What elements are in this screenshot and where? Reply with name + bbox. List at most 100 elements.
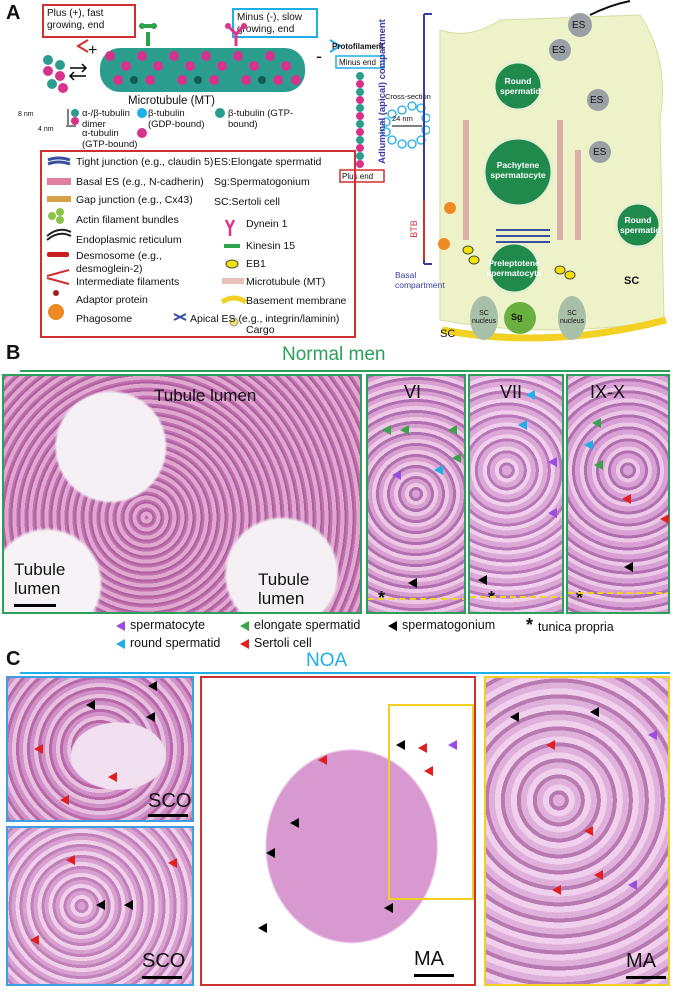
er-icon xyxy=(46,228,72,241)
es-label-2: ES xyxy=(552,45,566,56)
scale-bar-sco-2 xyxy=(142,976,182,979)
legend-adaptor: Adaptor protein xyxy=(76,294,148,306)
cross-section-label: Cross-section xyxy=(385,92,431,101)
c-sertoli-5 xyxy=(168,858,177,868)
key-spermatocyte: spermatocyte xyxy=(116,618,205,632)
elongate-arrow-6 xyxy=(594,460,603,470)
spermatogonium-arrow-3 xyxy=(624,562,633,572)
minus-end-text: Minus (-), slow growing, end xyxy=(237,12,303,35)
scale-bar-ma-1 xyxy=(414,974,454,977)
legend-apical-es: Apical ES (e.g., integrin/laminin) xyxy=(190,313,340,325)
c-sertoli-12 xyxy=(594,870,603,880)
tunica-line-ix xyxy=(568,592,668,594)
legend-cargo: Cargo xyxy=(246,324,275,336)
elongate-arrow-1 xyxy=(382,425,391,435)
normal-men-rule xyxy=(20,370,670,372)
desmosome-icon xyxy=(47,252,69,257)
cross-section-ring xyxy=(381,101,430,149)
legend-eb1: EB1 xyxy=(246,258,266,270)
key-spermatogonium-text: spermatogonium xyxy=(402,618,496,632)
legend-desmosome: Desmosome (e.g., desmoglein-2) xyxy=(76,250,162,275)
legend-es: ES:Elongate spermatid xyxy=(214,156,322,168)
normal-men-title: Normal men xyxy=(282,344,386,365)
c-sertoli-6 xyxy=(30,935,39,945)
c-sertoli-10 xyxy=(546,740,555,750)
protofilament-label: Protofilament xyxy=(332,42,384,51)
sg-label: Sg xyxy=(511,312,523,322)
c-sertoli-7 xyxy=(318,755,327,765)
mt-icon xyxy=(222,278,244,284)
plus-end-label: Plus end xyxy=(342,172,374,181)
c-spermatogonium-1 xyxy=(86,700,95,710)
c-spermatogonium-6 xyxy=(290,818,299,828)
round-marker xyxy=(116,638,125,649)
sc-label-right: SC xyxy=(624,275,640,287)
sc-nucleus-label-2: SC nucleus xyxy=(560,310,585,325)
elongate-spermatid-4 xyxy=(589,141,611,163)
c-spermatogonium-12 xyxy=(590,707,599,717)
spermatogonium-marker xyxy=(388,620,397,631)
ma-panel-2: MA xyxy=(484,676,670,986)
plus-sign: + xyxy=(88,42,98,59)
tunica-line-vi xyxy=(368,598,464,600)
spermatogonium-arrow-1 xyxy=(408,578,417,588)
elongate-spermatid-2 xyxy=(549,39,571,61)
adluminal-label: Adluminal (apical) compartment xyxy=(376,19,388,164)
microtubule-body xyxy=(100,48,305,92)
c-sertoli-8 xyxy=(418,743,427,753)
round-spermatid-2 xyxy=(614,201,662,249)
plus-end-text: Plus (+), fast growing, end xyxy=(47,8,105,31)
round-spermatid-label-1: Round spermatid xyxy=(500,76,541,96)
basal-label: Basal compartment xyxy=(395,270,445,290)
round-spermatid-label-2: Round spermatid xyxy=(620,215,661,235)
stage-vii-label: VII xyxy=(500,382,523,402)
cargo-icon xyxy=(229,317,239,327)
preleptotene-label: Preleptotene spermatocyte xyxy=(486,258,542,278)
tight-junction-icon xyxy=(47,156,71,166)
key-elongate-text: elongate spermatid xyxy=(254,618,361,632)
sco-label-2: SCO xyxy=(142,950,186,972)
mt-label: Microtubule (MT) xyxy=(128,95,215,107)
minus-sign: - xyxy=(316,46,322,66)
tubule-lumen-3: Tubule lumen xyxy=(258,570,310,608)
tubule-lumen-2: Tubule lumen xyxy=(14,560,66,598)
c-sertoli-3 xyxy=(108,772,117,782)
c-spermatogonium-11 xyxy=(510,712,519,722)
legend-basal-es: Basal ES (e.g., N-cadherin) xyxy=(76,176,204,188)
nm8-label: 8 nm xyxy=(18,111,34,118)
basal-es-icon xyxy=(47,178,71,185)
sertoli-schematic xyxy=(423,0,667,342)
key-spermatogonium: spermatogonium xyxy=(388,618,495,632)
noa-rule xyxy=(20,672,670,674)
ma-label-2: MA xyxy=(626,950,656,972)
legend-tight-junction: Tight junction (e.g., claudin 5) xyxy=(76,156,214,168)
sc-nucleus-left xyxy=(470,296,498,340)
c-sertoli-9 xyxy=(424,766,433,776)
sertoli-marker xyxy=(240,638,249,649)
c-sertoli-1 xyxy=(34,744,43,754)
stage-ix-panel: IX-X * xyxy=(566,374,670,614)
legend-bm: Basement membrane xyxy=(246,295,347,307)
pachytene-spermatocyte xyxy=(482,136,554,208)
nm4-label: 4 nm xyxy=(38,126,54,133)
legend-er: Endoplasmic reticulum xyxy=(76,234,182,246)
scale-bar xyxy=(14,604,56,607)
elongate-spermatid-3 xyxy=(587,89,609,111)
elongate-arrow-5 xyxy=(592,418,601,428)
key-tunica-text: tunica propria xyxy=(538,620,614,634)
spermatogonium xyxy=(504,302,536,334)
es-label-4: ES xyxy=(593,147,607,158)
c-sertoli-13 xyxy=(552,885,561,895)
es-label-1: ES xyxy=(572,20,586,31)
legend-sc: SC:Sertoli cell xyxy=(214,196,280,208)
c-spermatocyte-3 xyxy=(628,880,637,890)
spermatocyte-arrow-2 xyxy=(548,457,557,467)
minus-end-box: Minus (-), slow growing, end xyxy=(232,8,318,38)
stage-vi-panel: VI * xyxy=(366,374,466,614)
c-spermatogonium-9 xyxy=(384,903,393,913)
nm24-label: 24 nm xyxy=(392,114,413,123)
eb1-icon xyxy=(225,259,239,269)
adaptor-icon xyxy=(53,290,59,296)
dynein-motor xyxy=(225,23,247,46)
tunica-line-vii xyxy=(470,596,562,598)
